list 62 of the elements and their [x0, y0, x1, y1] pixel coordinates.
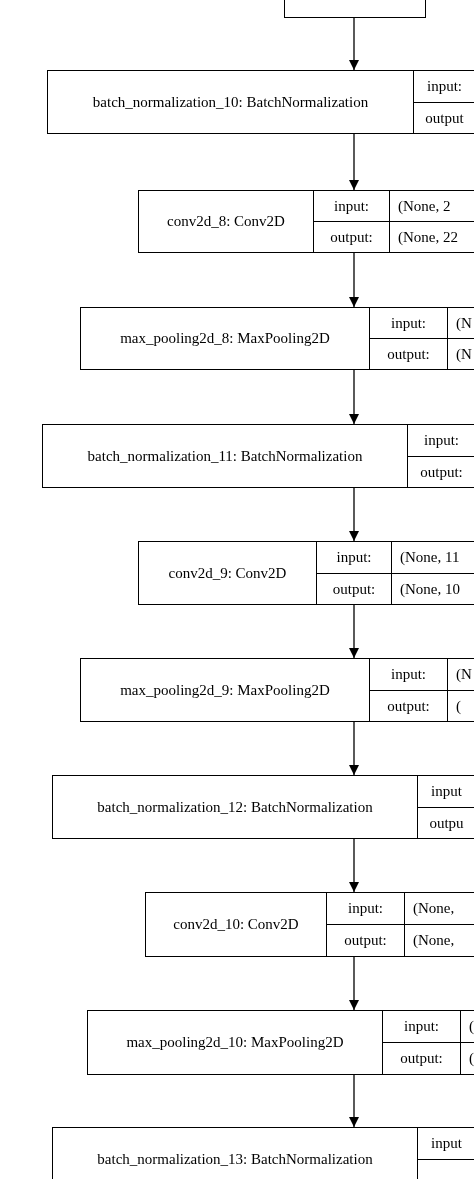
- port-label: input:: [404, 1017, 439, 1037]
- port-label: input:: [424, 431, 459, 450]
- port-label: outpu: [429, 813, 464, 833]
- arrow: [349, 487, 359, 542]
- arrow: [349, 369, 359, 425]
- layer-box: [145, 892, 474, 957]
- shape-value: (None, 22: [398, 227, 458, 247]
- shape-value: (: [456, 696, 461, 716]
- shape-value: (N: [456, 344, 472, 364]
- layer-box: [42, 424, 474, 488]
- layer-name: batch_normalization_10: BatchNormalization: [92, 92, 369, 112]
- port-label: output:: [332, 579, 376, 599]
- shape-value: (: [469, 1017, 474, 1037]
- port-label: input:: [427, 77, 462, 96]
- layer-name: max_pooling2d_9: MaxPooling2D: [120, 680, 330, 700]
- port-label: input: [431, 1134, 462, 1153]
- port-label: input:: [336, 548, 372, 567]
- arrow: [349, 604, 359, 659]
- port-label: input:: [391, 313, 426, 333]
- port-label: input:: [348, 899, 383, 919]
- arrow: [349, 17, 359, 71]
- port-label: input: [431, 782, 462, 801]
- layer-name: max_pooling2d_10: MaxPooling2D: [126, 1033, 344, 1053]
- shape-value: (N: [456, 665, 472, 684]
- layer-box: [284, 0, 426, 18]
- layer-box: [52, 775, 474, 839]
- layer-name: batch_normalization_12: BatchNormalization: [97, 797, 373, 817]
- arrow: [349, 838, 359, 893]
- arrow: [349, 956, 359, 1011]
- layer-box: [47, 70, 474, 134]
- layer-box: [138, 541, 474, 605]
- layer-box: [80, 307, 474, 370]
- arrow: [349, 721, 359, 776]
- layer-name: conv2d_9: Conv2D: [168, 563, 287, 583]
- port-label: output:: [344, 931, 387, 951]
- shape-value: (None,: [413, 931, 455, 951]
- shape-value: (None,: [413, 899, 455, 919]
- port-label: input:: [391, 665, 426, 684]
- port-label: output:: [420, 462, 463, 482]
- port-label: output:: [387, 696, 430, 716]
- arrow: [349, 252, 359, 308]
- port-label: output:: [330, 227, 373, 247]
- layer-name: max_pooling2d_8: MaxPooling2D: [120, 329, 330, 349]
- port-label: output:: [400, 1049, 443, 1069]
- layer-name: conv2d_10: Conv2D: [173, 915, 299, 935]
- port-label: input:: [334, 196, 369, 216]
- layer-name: batch_normalization_13: BatchNormalization: [97, 1149, 373, 1169]
- layer-name: conv2d_8: Conv2D: [167, 212, 285, 232]
- arrow: [349, 133, 359, 191]
- shape-value: (None, 2: [398, 196, 451, 216]
- port-label: output:: [387, 344, 430, 364]
- layer-name: batch_normalization_11: BatchNormalization: [87, 446, 363, 466]
- shape-value: (N: [456, 313, 472, 333]
- layer-box: [87, 1010, 474, 1075]
- shape-value: (: [469, 1049, 474, 1069]
- layer-box: [80, 658, 474, 722]
- port-label: output: [425, 108, 464, 128]
- layer-box: [52, 1127, 474, 1179]
- shape-value: (None, 11: [400, 548, 460, 567]
- shape-value: (None, 10: [400, 579, 460, 599]
- arrow: [349, 1074, 359, 1128]
- layer-box: [138, 190, 474, 253]
